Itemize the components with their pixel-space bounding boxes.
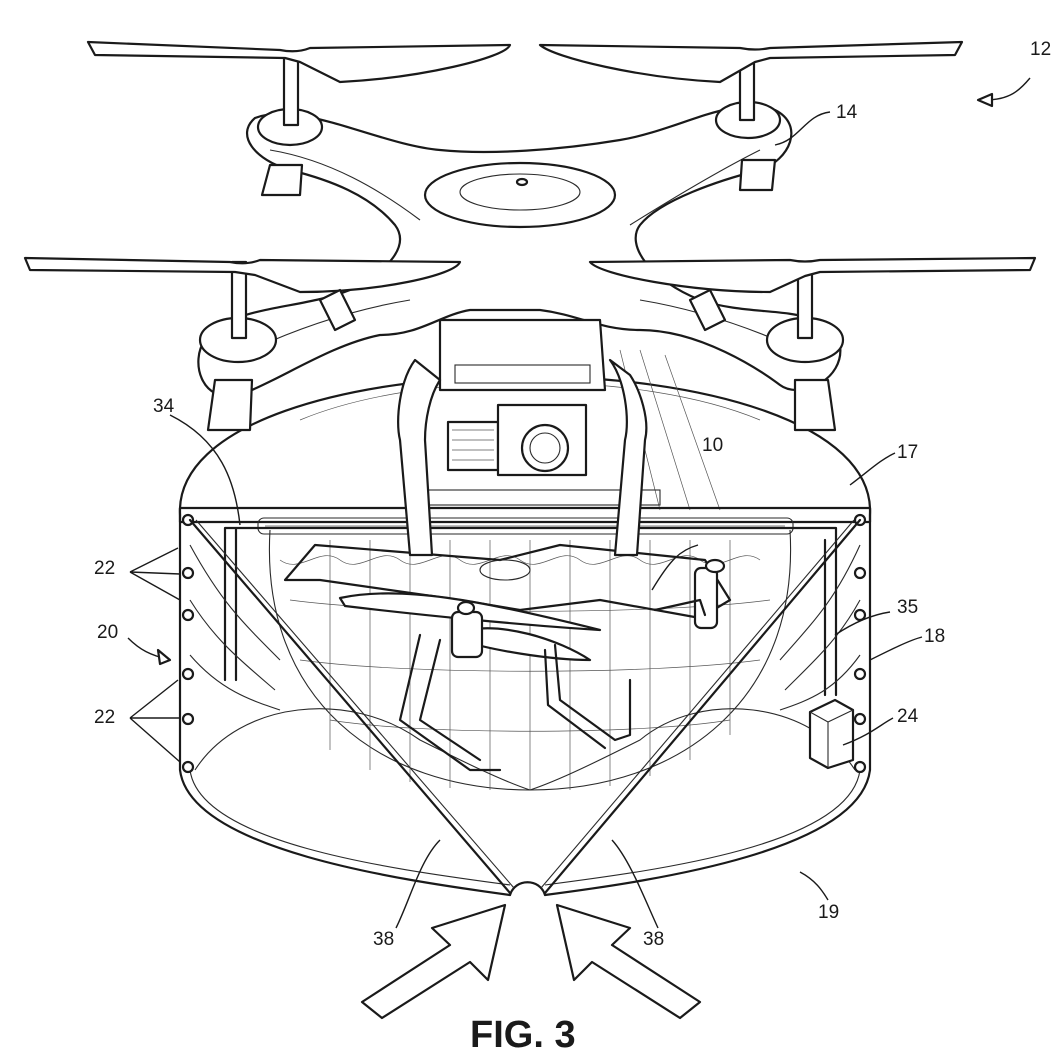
ref-38-right: 38 — [643, 929, 664, 950]
ref-20: 20 — [97, 622, 118, 643]
ref-17: 17 — [897, 442, 918, 463]
frame — [178, 506, 872, 711]
ref-38-left: 38 — [373, 929, 394, 950]
leader-lines — [127, 77, 1031, 929]
capturing-drone — [23, 40, 1037, 557]
ref-34: 34 — [153, 396, 175, 417]
ref-10: 10 — [702, 435, 723, 456]
ref-22-upper: 22 — [94, 558, 115, 579]
reference-labels: 12 14 17 10 34 22 20 22 35 18 24 19 38 3… — [94, 39, 1051, 950]
ref-22-lower: 22 — [94, 707, 115, 728]
cords — [188, 518, 862, 895]
guide-holes — [181, 513, 867, 774]
ref-14: 14 — [836, 102, 858, 123]
ref-12: 12 — [1030, 39, 1051, 60]
actuator-box — [808, 698, 855, 770]
captured-drone — [283, 543, 732, 772]
figure-caption: FIG. 3 — [470, 1014, 576, 1056]
ref-35: 35 — [897, 597, 918, 618]
entry-arrows — [360, 903, 702, 1020]
ref-18: 18 — [924, 626, 945, 647]
lower-bowl — [178, 513, 872, 897]
ref-24: 24 — [897, 706, 919, 727]
ref-19: 19 — [818, 902, 839, 923]
